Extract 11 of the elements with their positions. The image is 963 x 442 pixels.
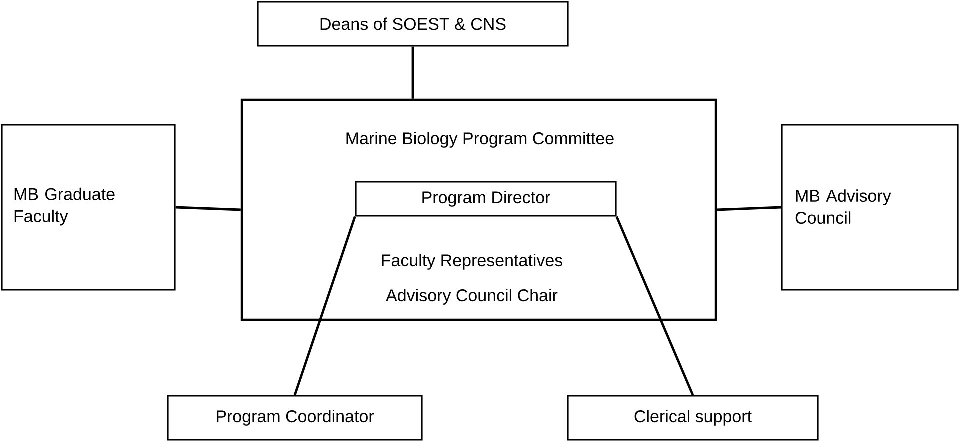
council-box: MB Advisory Council	[781, 124, 959, 291]
director-box: Program Director	[355, 181, 617, 217]
connector-line	[294, 216, 356, 396]
connector-line	[616, 216, 694, 396]
dean-box: Deans of SOEST & CNS	[257, 1, 569, 47]
connector-line	[412, 46, 414, 99]
connector-line	[176, 206, 241, 212]
faculty-box: MB Graduate Faculty	[1, 124, 176, 291]
support-box: Clerical support	[567, 395, 819, 441]
connector-line	[717, 206, 782, 212]
coordinator-box: Program Coordinator	[167, 395, 423, 441]
